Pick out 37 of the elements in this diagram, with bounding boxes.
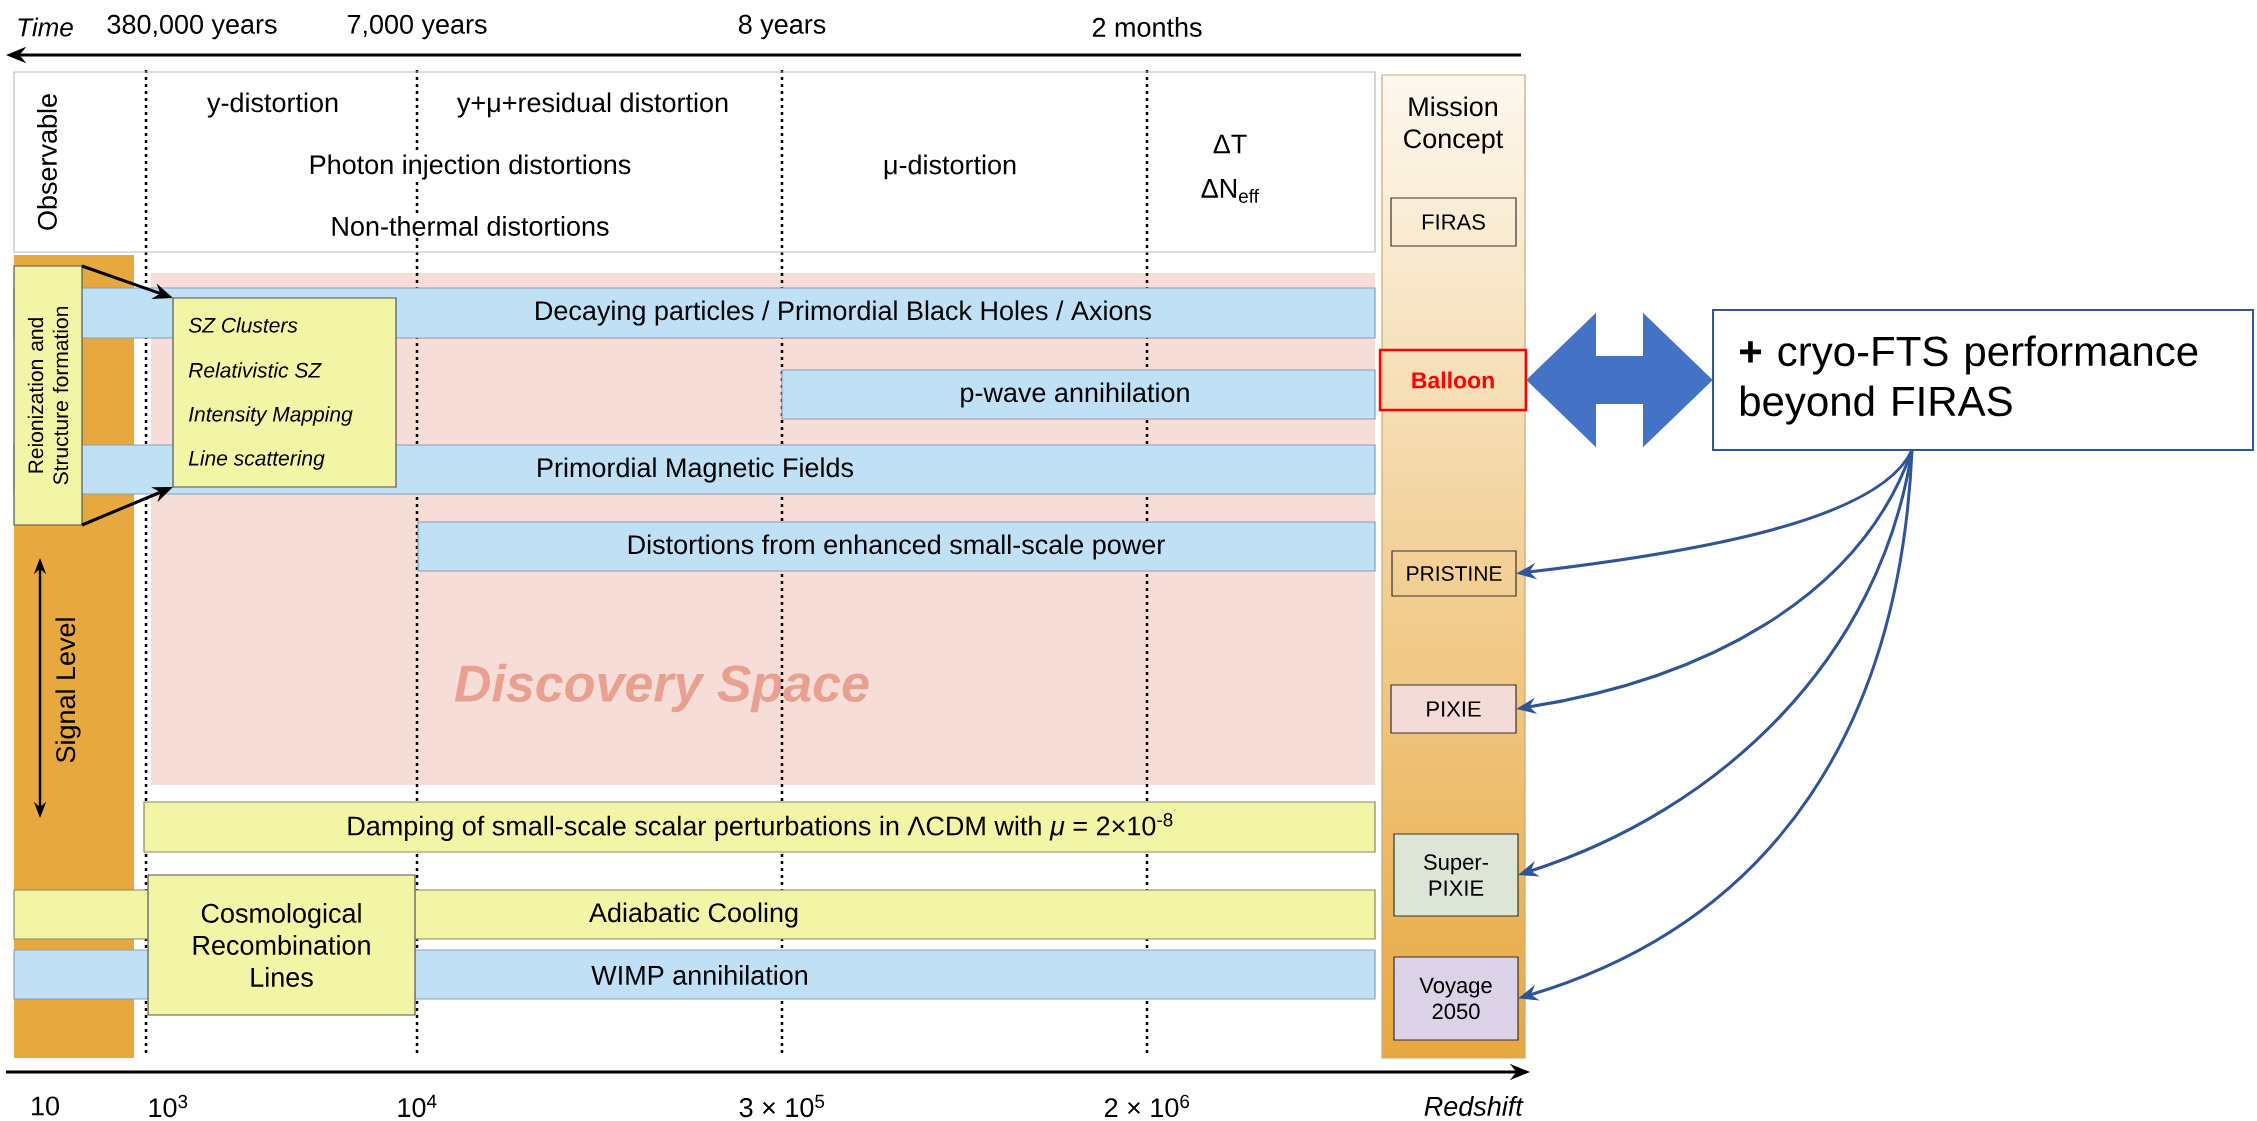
mission-box: PIXIE [1390, 684, 1517, 734]
redshift-label: 10 [32, 1096, 59, 1116]
process-bar: Damping of small-scale scalar perturbations in ΛCDM with μ = 2×10$^{-8}$ [143, 801, 1376, 853]
mission-box: Balloon [1378, 348, 1528, 412]
category-label: Intensity Mapping [189, 406, 353, 426]
category-box: Cosmological Recombination Lines [147, 874, 416, 1016]
category-box: Reionization and Structure formation [13, 265, 83, 526]
mission-box: FIRAS [1390, 197, 1517, 247]
category-box [172, 297, 397, 488]
redshift-label: 10$^{4}$ [398, 1094, 437, 1118]
observable-panel [13, 71, 1376, 253]
redshift-label: 10$^{3}$ [149, 1094, 188, 1118]
observable-label: μ-distortion [884, 154, 1016, 180]
redshift-label: 2 × 10$^{6}$ [1104, 1094, 1190, 1118]
observable-label: Photon injection distortions [306, 152, 634, 182]
category-label: Relativistic SZ [188, 362, 322, 378]
time-label: 7,000 years [347, 14, 487, 40]
observable-label: y-distortion [207, 92, 338, 118]
category-label: SZ Clusters [188, 317, 298, 333]
observable-label: ΔT [1213, 134, 1247, 154]
observable-label: y+μ+residual distortion [456, 92, 728, 118]
observable-label: Observable [37, 94, 57, 230]
time-label: 8 years [738, 14, 826, 40]
note-box: + cryo-FTS performance beyond FIRAS [1712, 309, 2254, 451]
mission-box: Super-PIXIE [1393, 833, 1519, 917]
observable-label: Non-thermal distortions [328, 214, 612, 238]
category-label: Line scattering [188, 450, 325, 470]
time-label: 2 months [1092, 17, 1202, 37]
process-bar: Distortions from enhanced small-scale power [417, 521, 1376, 572]
axis-title: Time [18, 17, 73, 37]
redshift-label: 3 × 10$^{5}$ [739, 1094, 825, 1118]
mission-box: Voyage 2050 [1393, 956, 1519, 1041]
axis-title: Redshift [1424, 1096, 1524, 1116]
time-label: 380,000 years [107, 14, 277, 40]
observable-label: ΔN$_{eff}$ [1201, 179, 1259, 203]
process-bar: p-wave annihilation [781, 369, 1376, 420]
mission-box: PRISTINE [1391, 550, 1517, 597]
